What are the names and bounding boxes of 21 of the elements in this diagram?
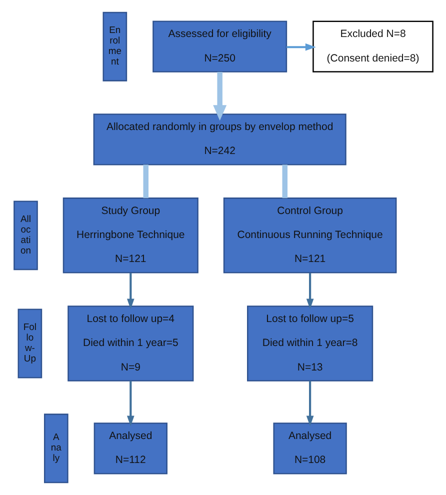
connector: [282, 164, 287, 198]
node-box: All oc ati on: [13, 200, 38, 270]
arrow: [126, 380, 134, 426]
node-box: Assessed for eligibility N=250: [152, 20, 287, 72]
arrow: [286, 43, 316, 51]
arrow: [306, 380, 314, 426]
node-box: Control Group Continuous Running Technique N=121: [222, 198, 396, 274]
node-box: Lost to follow up=4 Died within 1 year=5 N=9: [67, 306, 194, 382]
node-box: Allocated randomly in groups by envelop method N=242: [92, 114, 346, 166]
node-box: Fol lo w- Up: [17, 308, 42, 378]
arrow: [212, 72, 226, 121]
node-box: Analysed N=108: [272, 422, 346, 474]
arrow: [306, 272, 314, 310]
node-box: Excluded N=8 (Consent denied=8): [312, 20, 433, 72]
node-box: En rol me nt: [102, 12, 127, 82]
node-box: A na ly: [43, 414, 68, 484]
node-box: Study Group Herringbone Technique N=121: [62, 198, 198, 274]
node-box: Analysed N=112: [93, 422, 167, 474]
node-box: Lost to follow up=5 Died within 1 year=8 N=13: [246, 306, 373, 382]
connector: [142, 164, 148, 198]
arrow: [126, 272, 134, 310]
